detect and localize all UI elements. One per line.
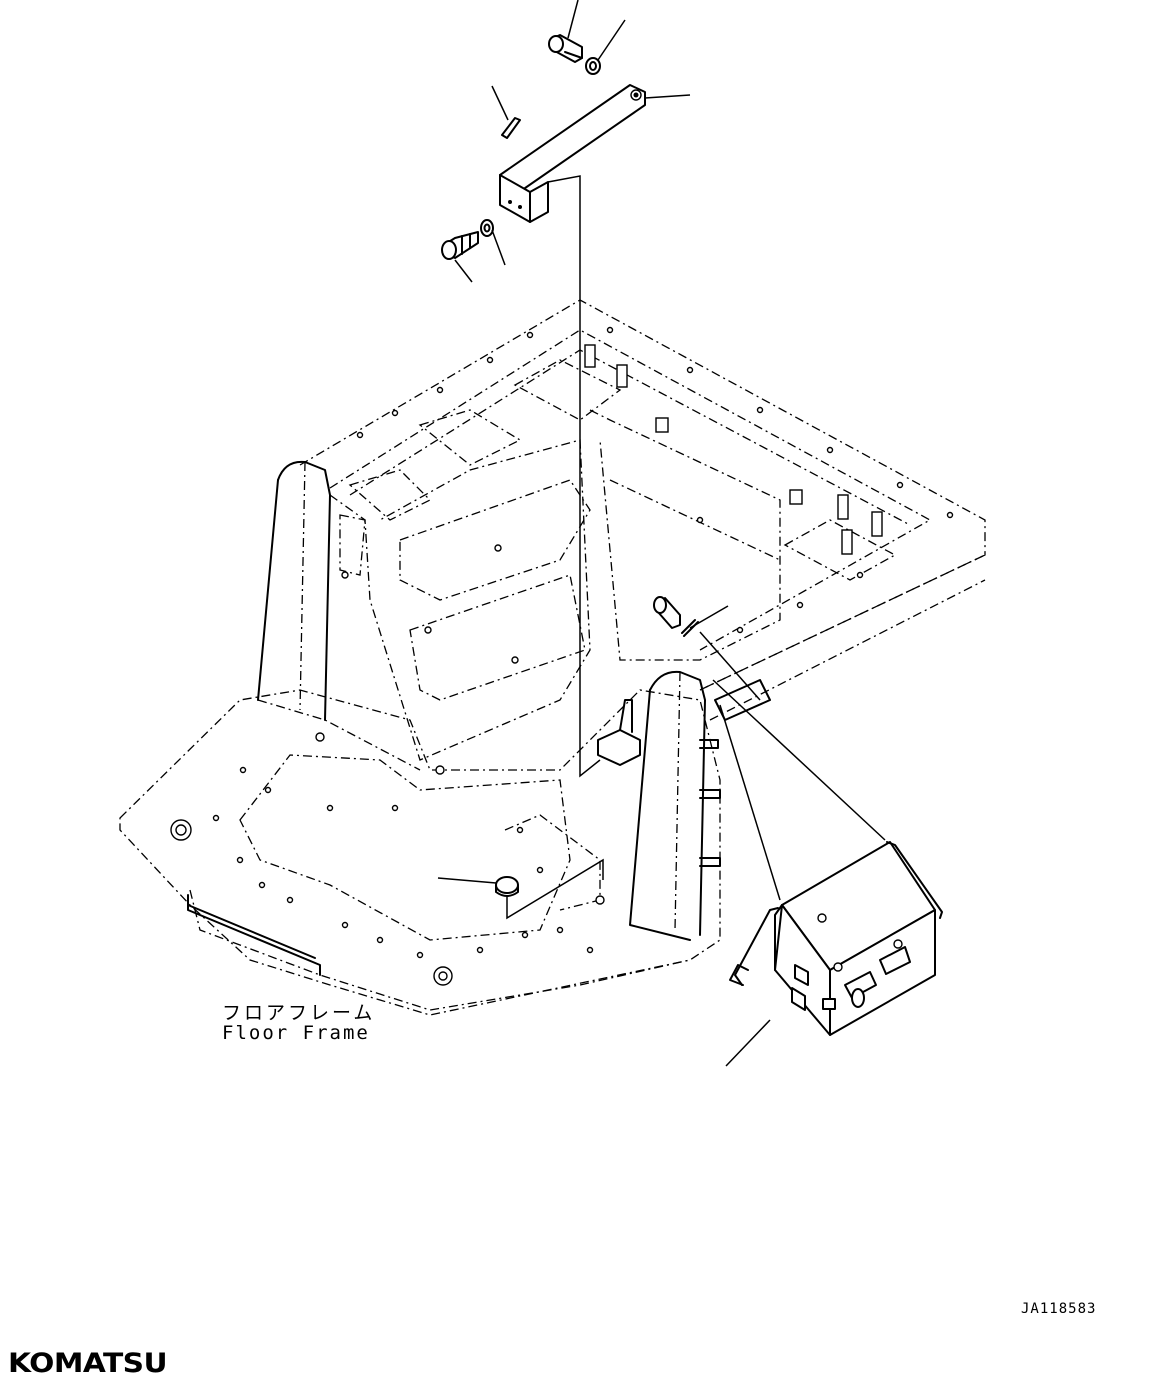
leader-lines [437, 0, 886, 1067]
washer-lower [480, 219, 494, 237]
floor-frame-label-jp: フロアフレーム [222, 1002, 376, 1024]
bolt-upper [548, 34, 583, 63]
cab-frame [257, 299, 986, 941]
bolt-lower [441, 231, 479, 260]
mounting-bracket [499, 84, 646, 223]
grommet-cap [495, 876, 519, 897]
floor-frame-label-en: Floor Frame [222, 1022, 370, 1044]
komatsu-logo: KOMATSU [8, 1348, 168, 1379]
drawing-number: JA118583 [1021, 1301, 1097, 1317]
floor-frame [119, 689, 721, 1016]
bolt-middle [653, 596, 681, 629]
washer-upper [585, 57, 601, 75]
clip-pin [501, 117, 521, 139]
controller-unit [729, 841, 943, 1036]
